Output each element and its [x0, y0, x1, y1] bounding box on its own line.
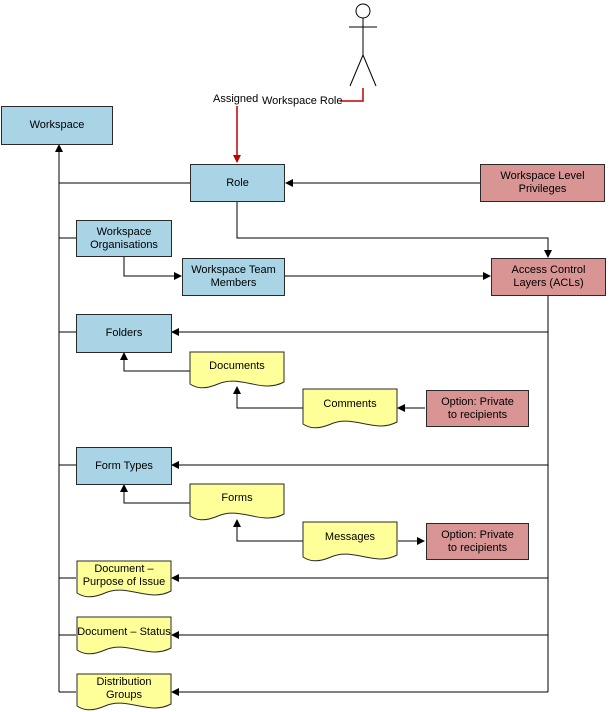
- comments-to-documents-arrow: [233, 386, 303, 409]
- documents-node: Documents: [209, 359, 265, 372]
- forms-shape: [189, 483, 285, 521]
- option-private-comments-node: Option: Private to recipients: [426, 390, 529, 427]
- document-status-node: Document – Status: [77, 625, 171, 638]
- workspace-team-members-node: Workspace Team Members: [182, 258, 285, 296]
- role-node: Role: [190, 164, 285, 202]
- folders-node: Folders: [76, 314, 172, 353]
- documents-shape: [189, 351, 285, 389]
- orgs-to-members-arrow: [123, 256, 182, 280]
- workspace-node: Workspace: [1, 106, 113, 145]
- forms-node: Forms: [221, 491, 253, 504]
- documents-to-folders-arrow: [120, 352, 190, 372]
- distribution-groups-shape: [76, 673, 172, 711]
- comments-shape: [302, 388, 398, 429]
- distribution-groups-node: Distribution Groups: [96, 676, 152, 701]
- forms-to-formtypes-arrow: [120, 484, 190, 504]
- access-control-layers-node: Access Control Layers (ACLs): [491, 258, 606, 296]
- trunk-branches: [59, 182, 190, 693]
- purpose-of-issue-shape: [76, 560, 172, 598]
- option-private-messages-node: Option: Private to recipients: [426, 523, 529, 560]
- stick-figure-icon: [349, 3, 377, 87]
- form-types-node: Form Types: [76, 447, 172, 485]
- document-purpose-of-issue-node: Document – Purpose of Issue: [82, 563, 166, 588]
- comments-node: Comments: [323, 397, 377, 410]
- workspace-organisations-node: Workspace Organisations: [76, 220, 172, 257]
- assigned-connector: [340, 88, 364, 102]
- role-to-acl-connector: [236, 202, 552, 258]
- messages-shape: [302, 521, 398, 562]
- messages-to-forms-arrow: [233, 519, 303, 542]
- messages-node: Messages: [324, 530, 376, 543]
- status-shape: [76, 616, 172, 655]
- workspace-role-label: Workspace Role: [262, 95, 343, 107]
- assigned-label: Assigned: [213, 93, 259, 105]
- workspace-level-privileges-node: Workspace Level Privileges: [480, 164, 605, 202]
